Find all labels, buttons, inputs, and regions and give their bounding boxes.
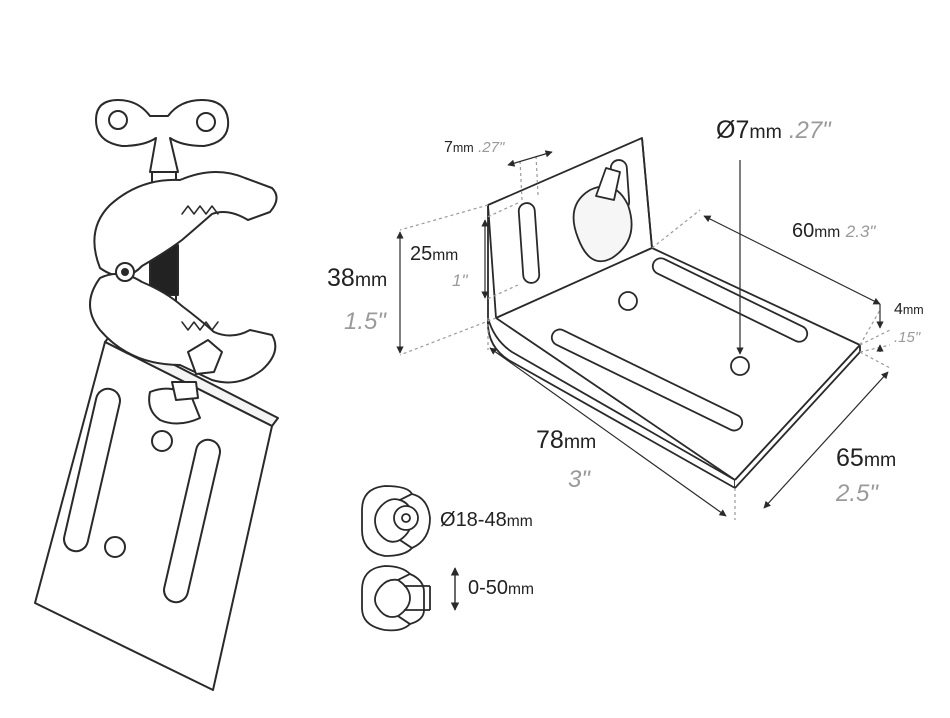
plate-slot-right: [163, 438, 221, 604]
slot-width-imperial: .27": [478, 139, 505, 156]
thickness-imperial: .15": [894, 329, 921, 346]
clamp-assembly: [34, 99, 279, 691]
thickness-label: 4mm: [894, 301, 924, 318]
wing-hole-left: [108, 110, 128, 130]
base-hole-2: [730, 356, 750, 376]
plate-slot-left: [63, 387, 121, 553]
flat-range-label: 0-50mm: [468, 577, 535, 599]
height-label: 38mm: [327, 264, 388, 292]
clamp-flat-icon: [361, 565, 431, 632]
hex-nut: [187, 339, 223, 375]
dimension-lines: [396, 150, 891, 520]
dim-slot-width: [507, 150, 553, 167]
vertical-slot-1: [517, 202, 541, 284]
depth-imperial: 2.5": [836, 480, 878, 507]
clamp-tube-icon: [361, 485, 431, 557]
lower-jaw: [89, 272, 277, 384]
slot-height-imperial: 1": [452, 271, 468, 290]
base-hole-1: [618, 291, 638, 311]
slot-length-label: 60mm 2.3": [792, 220, 876, 242]
slot-width-label: 7mm .27": [444, 139, 505, 156]
dim-slot-length: [703, 215, 881, 305]
length-imperial: 3": [568, 466, 590, 493]
plate-hole-top: [151, 430, 173, 452]
length-label: 78mm: [536, 426, 597, 454]
hole-diameter-label: Ø7mm .27": [716, 116, 831, 144]
plate-hole-bottom: [104, 536, 126, 558]
mount-plate: [34, 332, 279, 691]
dim-length: [489, 347, 727, 517]
bracket-knob: [572, 185, 633, 263]
depth-label: 65mm: [836, 444, 897, 472]
dim-depth: [763, 371, 889, 509]
slot-height-label: 25mm: [410, 243, 459, 265]
hole-diameter-imperial: .27": [788, 117, 831, 144]
height-imperial: 1.5": [344, 308, 386, 335]
upper-jaw: [93, 170, 278, 277]
wing-knob: [95, 99, 230, 173]
slot-length-imperial: 2.3": [845, 222, 876, 241]
wing-hole-right: [196, 112, 216, 132]
tube-range-label: Ø18-48mm: [440, 509, 533, 531]
